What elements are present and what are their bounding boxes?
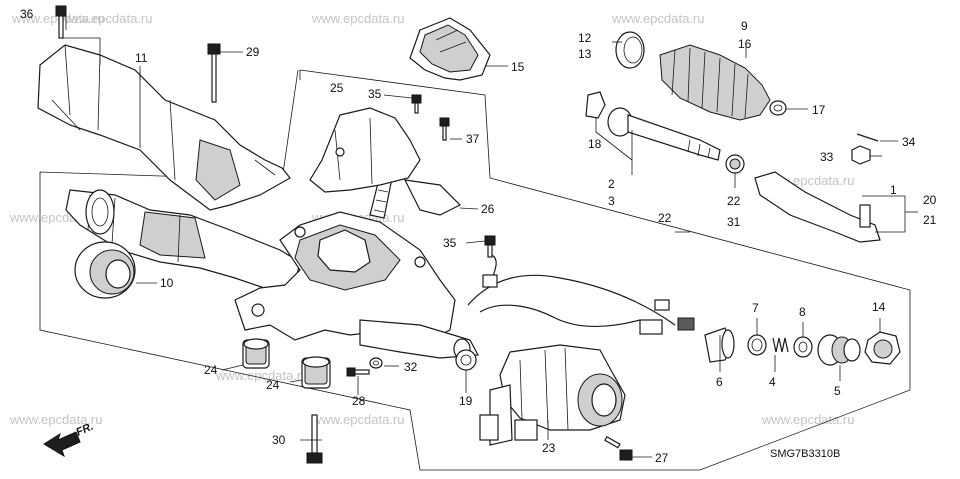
- part-1-tie-rod-end: [754, 171, 881, 243]
- callout-8: 8: [799, 305, 806, 319]
- part-11-cover: [37, 44, 291, 211]
- callout-12: 12: [578, 31, 592, 45]
- callout-18: 18: [588, 137, 602, 151]
- callout-27: 27: [655, 451, 669, 465]
- part-24-bushing-left: [242, 338, 270, 369]
- callout-21: 21: [923, 213, 937, 227]
- part-27-bolt: [604, 435, 633, 461]
- callout-20: 20: [923, 193, 937, 207]
- callout-11: 11: [135, 51, 148, 65]
- part-33-nut: [851, 145, 871, 165]
- part-6-sleeve: [704, 327, 735, 363]
- callout-9: 9: [741, 19, 748, 33]
- part-26-bracket: [403, 179, 462, 216]
- callout-26: 26: [481, 202, 495, 216]
- diagram-code: SMG7B3310B: [770, 448, 840, 460]
- watermark: www.epcdata.ru: [11, 11, 105, 26]
- callout-4: 4: [769, 375, 776, 389]
- callout-35b: 35: [443, 236, 457, 250]
- part-17-clip: [769, 100, 787, 116]
- part-25-bracket: [309, 107, 421, 193]
- part-32-washer: [369, 357, 383, 369]
- callout-30: 30: [272, 433, 286, 447]
- part-15-dust-cover: [409, 17, 491, 81]
- part-24-bushing-right: [301, 356, 331, 389]
- part-12-clamp: [615, 31, 645, 69]
- part-14-nut: [864, 331, 901, 365]
- callout-23: 23: [542, 441, 556, 455]
- callout-34: 34: [902, 135, 916, 149]
- callout-25: 25: [330, 81, 344, 95]
- callout-1: 1: [890, 183, 897, 197]
- part-5-seal: [817, 334, 861, 366]
- callout-31: 31: [727, 215, 741, 229]
- watermark: www.epcdata.ru: [311, 412, 405, 427]
- part-2-tie-rod: [607, 107, 721, 161]
- callout-2: 2: [608, 177, 615, 191]
- callout-15: 15: [511, 60, 525, 74]
- callout-19: 19: [459, 394, 473, 408]
- part-29-bolt: [207, 43, 221, 103]
- callout-35a: 35: [368, 87, 382, 101]
- part-23-motor: [479, 344, 626, 446]
- callout-33: 33: [820, 150, 834, 164]
- callout-17: 17: [812, 103, 826, 117]
- part-30-bolt: [306, 414, 323, 464]
- callout-22b: 22: [727, 194, 741, 208]
- callout-24b: 24: [266, 378, 280, 392]
- part-18-washer: [585, 91, 606, 119]
- callout-7: 7: [752, 301, 759, 315]
- callout-16: 16: [738, 37, 752, 51]
- callout-24a: 24: [204, 363, 218, 377]
- part-36-bolt: [55, 5, 67, 39]
- watermark: www.epcdata.ru: [59, 11, 153, 26]
- callout-32: 32: [404, 360, 418, 374]
- watermark: www.epcdata.ru: [215, 368, 309, 383]
- part-19-ring: [455, 349, 477, 371]
- part-34-cotter-pin: [856, 133, 879, 142]
- part-10-ring: [74, 241, 136, 299]
- callout-3: 3: [608, 194, 615, 208]
- callout-22a: 22: [658, 211, 672, 225]
- part-9-boot: [659, 44, 771, 121]
- callout-36: 36: [20, 7, 34, 21]
- part-4-spring: [772, 337, 789, 353]
- callout-29: 29: [246, 45, 260, 59]
- watermark: www.epcdata.ru: [9, 412, 103, 427]
- gearbox-body: [234, 211, 456, 346]
- leader-lines: [62, 12, 918, 458]
- part-22-nut: [725, 154, 745, 174]
- callout-28: 28: [352, 394, 366, 408]
- watermark: www.epcdata.ru: [611, 11, 705, 26]
- watermark: www.epcdata.ru: [761, 412, 855, 427]
- group-outlines: [39, 69, 911, 471]
- watermark: www.epcdata.ru: [311, 11, 405, 26]
- callout-37: 37: [466, 132, 480, 146]
- part-7-clip: [747, 334, 767, 356]
- callout-10: 10: [160, 276, 174, 290]
- part-22-harness: [467, 254, 695, 335]
- part-28-bolt: [346, 367, 370, 377]
- callout-5: 5: [834, 384, 841, 398]
- callout-labels: 36 11 29 15 25 35 37 26 35 10 24 24 32 2…: [20, 7, 937, 465]
- small-bolts: [411, 94, 496, 258]
- callout-14: 14: [872, 300, 886, 314]
- callout-6: 6: [716, 375, 723, 389]
- callout-13: 13: [578, 47, 592, 61]
- rack-housing: [65, 189, 301, 296]
- part-8-washer: [793, 336, 813, 358]
